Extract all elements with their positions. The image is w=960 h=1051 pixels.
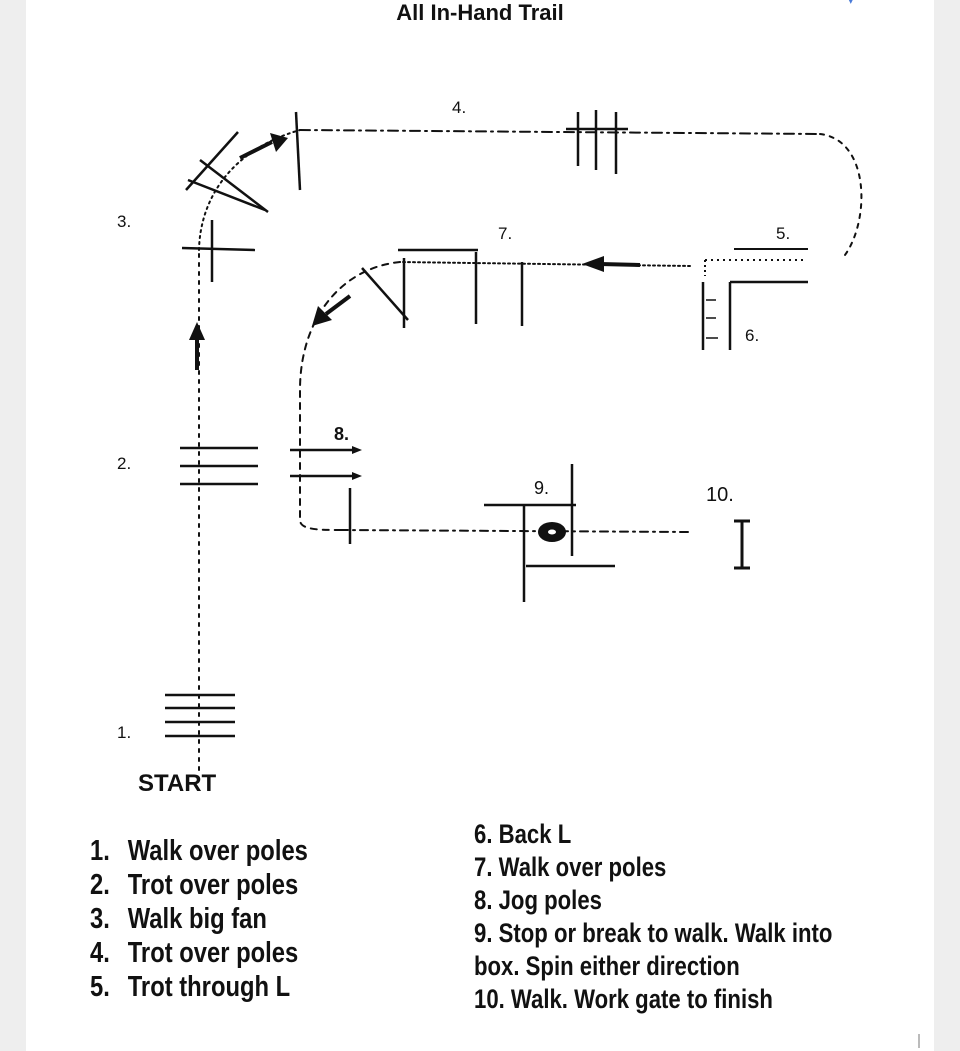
chevron-icon: ▾ xyxy=(848,0,854,7)
gate-10 xyxy=(734,519,750,570)
path-bottom-line xyxy=(339,529,691,533)
list-item: box. Spin either direction xyxy=(474,951,740,981)
list-item: 9. Stop or break to walk. Walk into xyxy=(474,918,833,948)
box-spin-9 xyxy=(484,464,615,602)
poles-trot-2 xyxy=(180,446,258,486)
map-label-9: 9. xyxy=(534,478,550,498)
poles-walk-7 xyxy=(361,248,524,328)
arrow-fan-icon xyxy=(239,133,288,160)
map-label-1: 1. xyxy=(117,723,132,742)
poles-walk-1 xyxy=(165,693,235,738)
list-item: 2.Trot over poles xyxy=(90,869,299,901)
jog-arrow-icons xyxy=(352,446,362,480)
map-label-3: 3. xyxy=(117,212,132,231)
list-item: 5.Trot through L xyxy=(90,971,291,1003)
list-item: 4.Trot over poles xyxy=(90,937,299,969)
map-label-6: 6. xyxy=(745,326,760,345)
diagram-title: All In-Hand Trail xyxy=(396,0,564,25)
fan-obstacle-3 xyxy=(181,131,269,282)
instructions-left-list: 1.Walk over poles 2.Trot over poles 3.Wa… xyxy=(90,834,308,1004)
document-page xyxy=(26,0,934,1051)
trail-course-map xyxy=(165,110,863,771)
scrollbar[interactable] xyxy=(918,1034,920,1048)
poles-jog-8 xyxy=(290,448,352,544)
map-label-5: 5. xyxy=(776,224,791,243)
list-item: 10. Walk. Work gate to finish xyxy=(474,984,773,1014)
list-item: 3.Walk big fan xyxy=(90,903,267,935)
list-item: 7. Walk over poles xyxy=(474,852,667,882)
l-entry-5 xyxy=(704,248,808,276)
list-item: 1.Walk over poles xyxy=(90,835,308,867)
map-label-7: 7. xyxy=(498,224,513,243)
l-back-6 xyxy=(701,280,808,350)
path-right-curve xyxy=(819,133,863,256)
map-label-10: 10. xyxy=(706,484,734,506)
map-label-4: 4. xyxy=(452,98,467,117)
poles-trot-4 xyxy=(566,110,628,174)
map-label-8: 8. xyxy=(334,424,350,444)
instructions-right-list: 6. Back L 7. Walk over poles 8. Jog pole… xyxy=(474,818,832,1016)
list-item: 6. Back L xyxy=(474,819,572,849)
list-item: 8. Jog poles xyxy=(474,885,602,915)
pole-fan-end xyxy=(294,111,302,191)
arrow-left-icon xyxy=(582,256,641,272)
path-top-line xyxy=(299,129,821,135)
arrow-diagonal-icon xyxy=(312,294,352,326)
map-label-2: 2. xyxy=(117,454,132,473)
arrow-up-icon xyxy=(189,322,205,370)
path-inner-curve xyxy=(299,261,401,531)
path-inner-line xyxy=(399,261,691,267)
start-label: START xyxy=(138,770,217,797)
